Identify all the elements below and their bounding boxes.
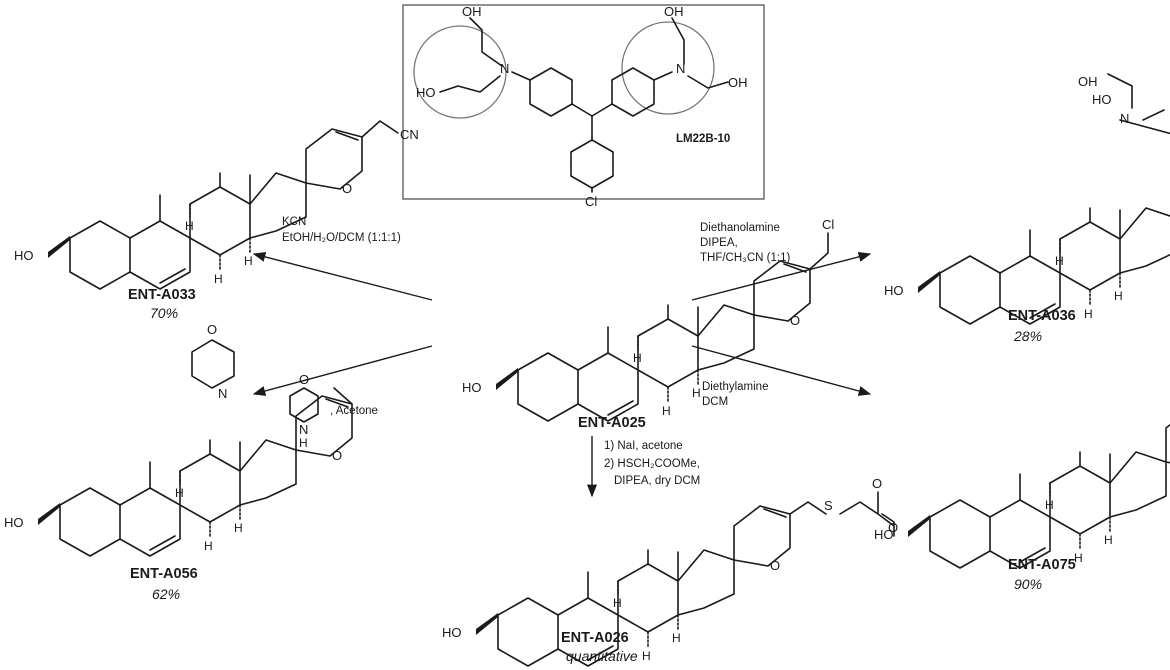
atom-o-morpholine-reagent: O <box>299 372 309 387</box>
condition-diethylamine-line2: DCM <box>702 396 728 408</box>
atom-n-morpholine-reagent: N <box>299 422 308 437</box>
atom-h: H <box>692 386 701 400</box>
structure-ent-a033: HO O H H H CN <box>14 120 419 290</box>
atom-oh-4: OH <box>728 75 748 90</box>
compound-label-ent-a026: ENT-A026 <box>561 630 629 646</box>
structure-ent-a056: HO O H H H N O <box>4 322 353 557</box>
condition-thio-line1: 1) NaI, acetone <box>604 440 683 452</box>
lm22b-10-box: N N OH HO OH OH Cl LM22B-10 <box>402 4 765 209</box>
condition-thio-line3: DIPEA, dry DCM <box>614 475 700 487</box>
atom-o-ring: O <box>342 181 352 196</box>
compound-label-ent-a056: ENT-A056 <box>130 566 198 582</box>
atom-h: H <box>244 254 253 268</box>
atom-h: H <box>234 521 243 535</box>
atom-ho-2: HO <box>416 85 436 100</box>
atom-h: H <box>175 486 184 500</box>
atom-cl-box: Cl <box>585 194 597 209</box>
atom-h: H <box>1084 307 1093 321</box>
atom-cn: CN <box>400 127 419 142</box>
atom-h: H <box>1114 289 1123 303</box>
atom-h: H <box>613 596 622 610</box>
arrow-to-ent-a036 <box>691 251 872 301</box>
condition-ethanolamine-line2: DIPEA, <box>700 237 738 249</box>
atom-ho: HO <box>884 283 904 298</box>
atom-h: H <box>185 219 194 233</box>
condition-ethanolamine-line3: THF/CH₃CN (1:1) <box>700 252 790 264</box>
yield-ent-a026: quantitative <box>566 648 638 664</box>
atom-oh-1: OH <box>462 4 482 19</box>
compound-label-ent-a075: ENT-A075 <box>1008 557 1076 573</box>
atom-oh-3: OH <box>664 4 684 19</box>
atom-o-ring: O <box>770 558 780 573</box>
condition-morpholine-line1: , Acetone <box>330 405 378 417</box>
atom-n-right: N <box>676 61 685 76</box>
yield-ent-a033: 70% <box>150 305 178 321</box>
condition-ethanolamine-line1: Diethanolamine <box>700 222 780 234</box>
atom-ho: HO <box>14 248 34 263</box>
atom-o-carbonyl: O <box>872 476 882 491</box>
arrow-to-ent-a056 <box>252 345 433 396</box>
atom-n: N <box>218 386 227 401</box>
yield-ent-a075: 90% <box>1014 576 1042 592</box>
arrow-to-ent-a075 <box>691 345 872 396</box>
atom-n-left: N <box>500 61 509 76</box>
atom-cl: Cl <box>822 217 834 232</box>
condition-kcn-line2: EtOH/H₂O/DCM (1:1:1) <box>282 232 401 244</box>
compound-label-lm22b-10: LM22B-10 <box>676 133 730 145</box>
condition-kcn-line1: KCN <box>282 216 306 228</box>
atom-o-morpholine: O <box>207 322 217 337</box>
condition-diethylamine-line1: Diethylamine <box>702 381 768 393</box>
atom-h: H <box>633 351 642 365</box>
structure-ent-a026: HO O H H H S O O <box>442 476 898 667</box>
structure-ent-a036: HO O H H H N <box>884 73 1170 325</box>
compound-label-ent-a025: ENT-A025 <box>578 415 646 431</box>
atom-h-morpholine-reagent: H <box>299 436 308 450</box>
atom-h: H <box>1104 533 1113 547</box>
atom-ho: HO <box>442 625 462 640</box>
atom-o-ring: O <box>790 313 800 328</box>
atom-n: N <box>1120 111 1129 126</box>
atom-ho: HO <box>874 527 894 542</box>
yield-ent-a056: 62% <box>152 586 180 602</box>
condition-thio-line2: 2) HSCH₂COOMe, <box>604 458 700 470</box>
atom-oh-ent-a036: OH <box>1078 74 1098 89</box>
yield-ent-a036: 28% <box>1013 328 1042 344</box>
atom-h: H <box>1045 498 1054 512</box>
compound-label-ent-a033: ENT-A033 <box>128 287 196 303</box>
atom-o-ring: O <box>332 448 342 463</box>
atom-h: H <box>672 631 681 645</box>
atom-s: S <box>824 498 833 513</box>
atom-h: H <box>214 272 223 286</box>
atom-ho-ent-a036: HO <box>1092 92 1112 107</box>
arrow-to-ent-a033 <box>252 251 433 301</box>
structure-ent-a025: HO O H H H Cl <box>462 217 834 422</box>
atom-h: H <box>204 539 213 553</box>
atom-h: H <box>662 404 671 418</box>
atom-ho: HO <box>462 380 482 395</box>
morpholine-reagent: O N H <box>289 372 319 450</box>
atom-h: H <box>642 649 651 663</box>
atom-ho: HO <box>4 515 24 530</box>
structure-ent-a075: HO O H H H N <box>874 407 1170 569</box>
atom-h: H <box>1074 551 1083 565</box>
compound-label-ent-a036: ENT-A036 <box>1008 308 1076 324</box>
atom-h: H <box>1055 254 1064 268</box>
atom-o-ester: O <box>888 520 898 535</box>
